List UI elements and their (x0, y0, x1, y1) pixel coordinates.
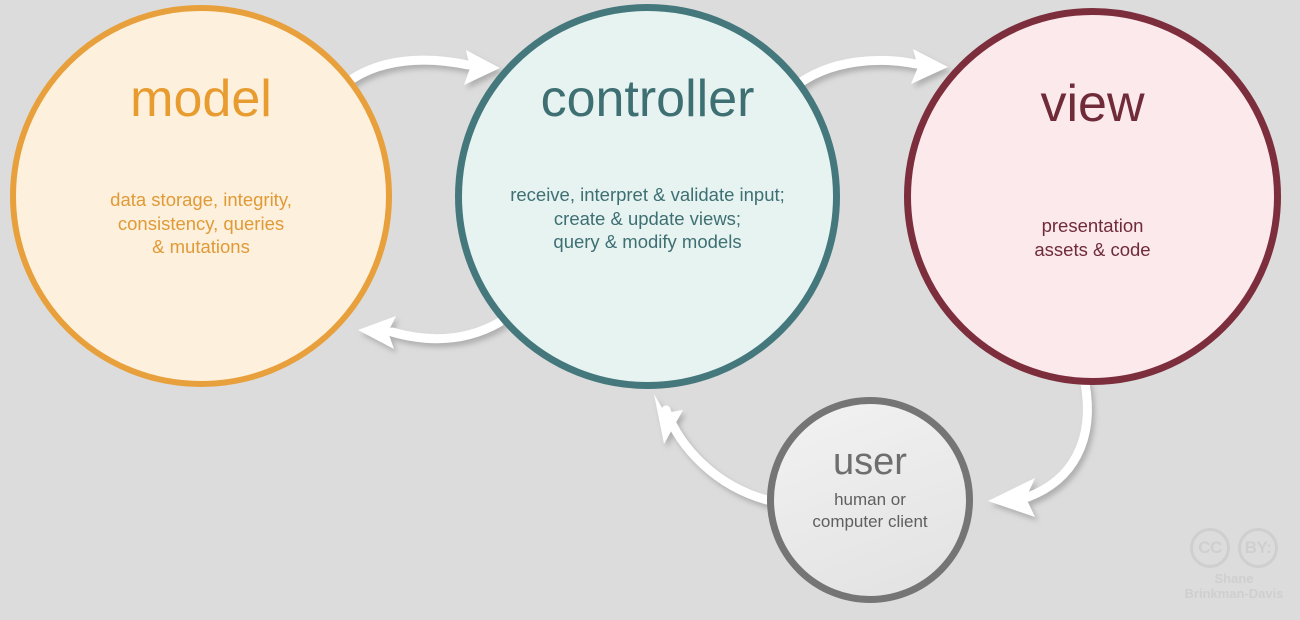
node-controller[interactable]: controller receive, interpret & validate… (455, 4, 840, 389)
arrow-controller-to-model (358, 316, 505, 349)
node-controller-title: controller (540, 70, 755, 128)
node-view[interactable]: view presentation assets & code (904, 8, 1281, 385)
license-credit: CC BY: Shane Brinkman-Davis (1178, 528, 1290, 601)
node-model-title: model (130, 70, 272, 128)
arrow-model-to-controller (339, 50, 500, 90)
node-view-title: view (1040, 75, 1145, 133)
node-user[interactable]: user human or computer client (767, 397, 973, 603)
author-credit-text: Shane Brinkman-Davis (1184, 571, 1284, 601)
creative-commons-icon: CC (1190, 528, 1230, 568)
cc-badge-group: CC BY: (1190, 528, 1278, 568)
arrow-controller-to-view (788, 49, 948, 93)
node-user-description: human or computer client (812, 490, 928, 531)
arrow-user-to-controller (654, 394, 772, 505)
node-model[interactable]: model data storage, integrity, consisten… (10, 5, 392, 387)
attribution-by-icon: BY: (1238, 528, 1278, 568)
node-model-description: data storage, integrity, consistency, qu… (110, 189, 292, 258)
arrow-view-to-user (988, 378, 1092, 517)
node-view-description: presentation assets & code (1034, 215, 1151, 260)
node-controller-description: receive, interpret & validate input; cre… (510, 184, 785, 253)
node-user-title: user (833, 441, 907, 483)
